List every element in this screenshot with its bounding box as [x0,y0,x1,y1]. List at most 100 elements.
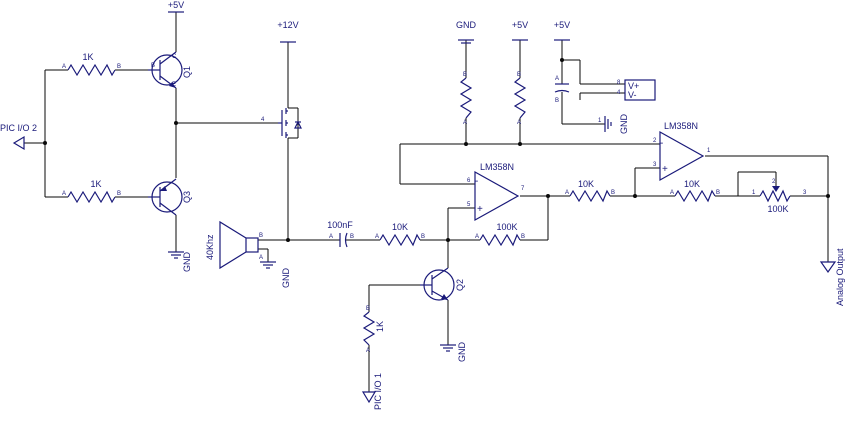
svg-text:A: A [62,64,66,70]
svg-text:+5V: +5V [168,0,184,10]
svg-text:100K: 100K [496,222,517,232]
transistor-q3: Q3 [148,178,192,216]
svg-text:1: 1 [707,148,711,154]
svg-text:A: A [565,190,569,196]
potentiometer-100k: 1 2 3 100K [752,179,807,214]
svg-text:1: 1 [598,118,602,124]
svg-text:A: A [517,120,521,126]
resistor-r-in: A B 10K [375,222,425,247]
svg-text:100K: 100K [767,204,788,214]
rail-vcc-12v: +12V [277,20,299,43]
svg-text:B: B [259,233,263,239]
svg-text:V-: V- [628,90,637,100]
svg-text:40Khz: 40Khz [205,234,215,260]
resistor-r-out: A B 10K [670,179,720,203]
resistor-r-q3: A B 1K [62,179,121,204]
svg-text:6: 6 [467,178,471,184]
svg-text:B: B [421,234,425,240]
resistor-r-q2: B A 1K [362,306,385,354]
svg-text:B: B [517,72,521,78]
svg-text:A: A [463,120,467,126]
svg-text:PIC I/O 1: PIC I/O 1 [373,373,383,410]
svg-text:5: 5 [467,202,471,208]
svg-text:8: 8 [617,80,621,86]
svg-text:PIC I/O 2: PIC I/O 2 [0,123,37,133]
svg-text:GND: GND [182,252,192,273]
svg-text:A: A [670,190,674,196]
resistor-r-top-2: B A [513,72,527,126]
svg-text:E: E [172,82,176,88]
svg-text:1K: 1K [82,52,93,62]
svg-text:2: 2 [653,138,657,144]
port-pic-io1: PIC I/O 1 [361,373,383,410]
resistor-r-top-1: B A [459,72,473,126]
svg-text:A: A [475,234,479,240]
svg-text:B: B [117,191,121,197]
port-analog-output: Analog Output [819,248,845,306]
svg-text:2: 2 [772,179,776,185]
rail-vcc-cap: +5V [554,20,570,41]
transducer-40khz: B A 40Khz [205,220,263,270]
rail-vcc-q1: +5V [168,0,184,13]
svg-text:V+: V+ [628,81,639,91]
svg-text:-: - [475,176,478,187]
svg-text:C: C [172,54,177,60]
svg-text:B: B [555,98,559,104]
svg-text:3: 3 [653,162,657,168]
ground-q3: GND [168,251,192,273]
svg-text:B: B [366,306,370,312]
svg-text:+5V: +5V [512,20,528,30]
svg-text:1: 1 [752,190,756,196]
capacitor-decoupling: A B [554,76,570,104]
svg-text:100nF: 100nF [327,220,353,230]
mosfet: 4 [261,108,302,138]
svg-text:7: 7 [521,186,525,192]
svg-text:-: - [660,138,663,149]
svg-text:3: 3 [803,190,807,196]
svg-text:+: + [477,204,483,215]
opamp-u1: - + 6 5 7 LM358N [467,162,525,222]
transistor-q2: Q2 [420,267,465,301]
svg-text:GND: GND [281,268,291,289]
svg-text:B: B [463,72,467,78]
ground-q2: GND [440,342,467,363]
port-pic-io2: PIC I/O 2 [0,123,37,151]
svg-text:1K: 1K [90,179,101,189]
ground-cap: 1 GND [598,114,629,135]
opamp-u2: - + 2 3 1 LM358N [653,121,711,182]
svg-text:B: B [611,190,615,196]
resistor-r-fb: A B 100K [475,222,525,247]
svg-text:Q3: Q3 [182,191,192,203]
svg-text:B: B [350,234,354,240]
opamp-power-block: 8 4 V+ V- [617,79,656,101]
rail-vcc-r2: +5V [512,20,528,41]
resistor-r-mid: A B 10K [565,179,615,203]
svg-text:GND: GND [456,20,477,30]
svg-text:A: A [375,234,379,240]
svg-text:+5V: +5V [554,20,570,30]
junction-dots [43,58,830,242]
svg-text:Q2: Q2 [455,279,465,291]
svg-text:A: A [366,348,370,354]
svg-text:GND: GND [619,114,629,135]
svg-text:A: A [555,76,559,82]
svg-text:10K: 10K [392,222,408,232]
svg-text:+: + [662,164,668,175]
svg-text:B: B [521,234,525,240]
svg-text:LM358N: LM358N [664,121,698,131]
svg-text:Analog Output: Analog Output [835,248,845,306]
svg-text:A: A [329,234,333,240]
svg-text:4: 4 [261,117,265,123]
svg-text:A: A [259,255,263,261]
svg-text:4: 4 [617,90,621,96]
svg-text:B: B [716,190,720,196]
svg-text:Q1: Q1 [182,66,192,78]
capacitor-100nf: A B 100nF [327,220,354,248]
ground-transducer: GND [260,261,291,289]
svg-text:LM358N: LM358N [480,162,514,172]
svg-text:GND: GND [457,342,467,363]
resistor-r-q1: A B 1K [62,52,121,77]
svg-text:A: A [62,191,66,197]
wires [24,12,829,392]
